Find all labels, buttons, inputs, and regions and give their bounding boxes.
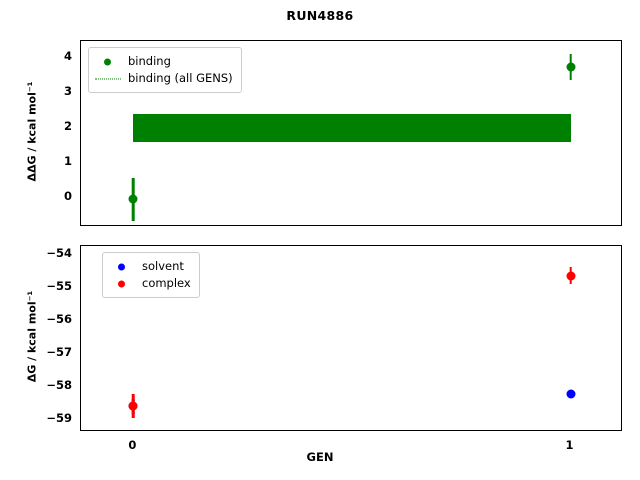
legend-label-binding: binding xyxy=(128,54,171,68)
y-tick-mark xyxy=(80,161,81,162)
legend-label-complex: complex xyxy=(142,276,191,290)
y-tick-mark xyxy=(80,319,81,320)
x-tick-mark xyxy=(570,430,571,431)
data-point-complex[interactable] xyxy=(566,271,576,281)
binding-all-gens-line-icon xyxy=(95,72,121,85)
legend-item-binding-all-gens[interactable]: binding (all GENS) xyxy=(95,70,233,87)
y-tick-label: −56 xyxy=(46,312,72,327)
x-tick-label: 1 xyxy=(565,438,574,452)
legend-label-solvent: solvent xyxy=(142,259,184,273)
y-tick-label: −59 xyxy=(46,410,72,425)
legend-item-solvent[interactable]: solvent xyxy=(109,258,191,275)
x-tick-mark xyxy=(133,430,134,431)
data-point-binding[interactable] xyxy=(128,194,138,204)
y-tick-mark xyxy=(80,352,81,353)
y-tick-label: −57 xyxy=(46,344,72,359)
top-panel-ylabel: ΔΔG / kcal mol⁻¹ xyxy=(25,81,39,182)
bottom-panel-ylabel: ΔG / kcal mol⁻¹ xyxy=(25,290,39,383)
y-tick-label: −54 xyxy=(46,246,72,261)
x-tick-mark xyxy=(133,225,134,226)
y-tick-label: 2 xyxy=(63,118,72,133)
y-tick-mark xyxy=(80,56,81,57)
y-tick-label: −55 xyxy=(46,279,72,294)
y-tick-mark xyxy=(80,385,81,386)
binding-marker-icon xyxy=(95,55,121,68)
x-axis-label: GEN xyxy=(306,450,334,464)
y-tick-mark xyxy=(80,126,81,127)
legend-item-binding[interactable]: binding xyxy=(95,53,233,70)
legend-label-binding-all-gens: binding (all GENS) xyxy=(128,71,233,85)
data-point-solvent[interactable] xyxy=(566,389,576,399)
top-panel-legend: binding binding (all GENS) xyxy=(88,47,242,93)
solvent-marker-icon xyxy=(109,260,135,273)
y-tick-mark xyxy=(80,418,81,419)
complex-marker-icon xyxy=(109,277,135,290)
binding-all-gens-band xyxy=(133,113,571,142)
x-tick-label: 0 xyxy=(128,438,137,452)
data-point-complex[interactable] xyxy=(128,401,138,411)
y-tick-label: −58 xyxy=(46,377,72,392)
y-tick-label: 0 xyxy=(63,189,72,204)
bottom-panel-legend: solvent complex xyxy=(102,252,200,298)
bottom-panel-axes xyxy=(80,245,622,431)
figure-title: RUN4886 xyxy=(286,8,354,23)
y-tick-label: 3 xyxy=(63,83,72,98)
y-tick-mark xyxy=(80,254,81,255)
data-point-binding[interactable] xyxy=(566,62,576,72)
x-tick-mark xyxy=(570,225,571,226)
y-tick-label: 1 xyxy=(63,154,72,169)
y-tick-mark xyxy=(80,91,81,92)
legend-item-complex[interactable]: complex xyxy=(109,275,191,292)
y-tick-mark xyxy=(80,197,81,198)
y-tick-mark xyxy=(80,287,81,288)
y-tick-label: 4 xyxy=(63,48,72,63)
